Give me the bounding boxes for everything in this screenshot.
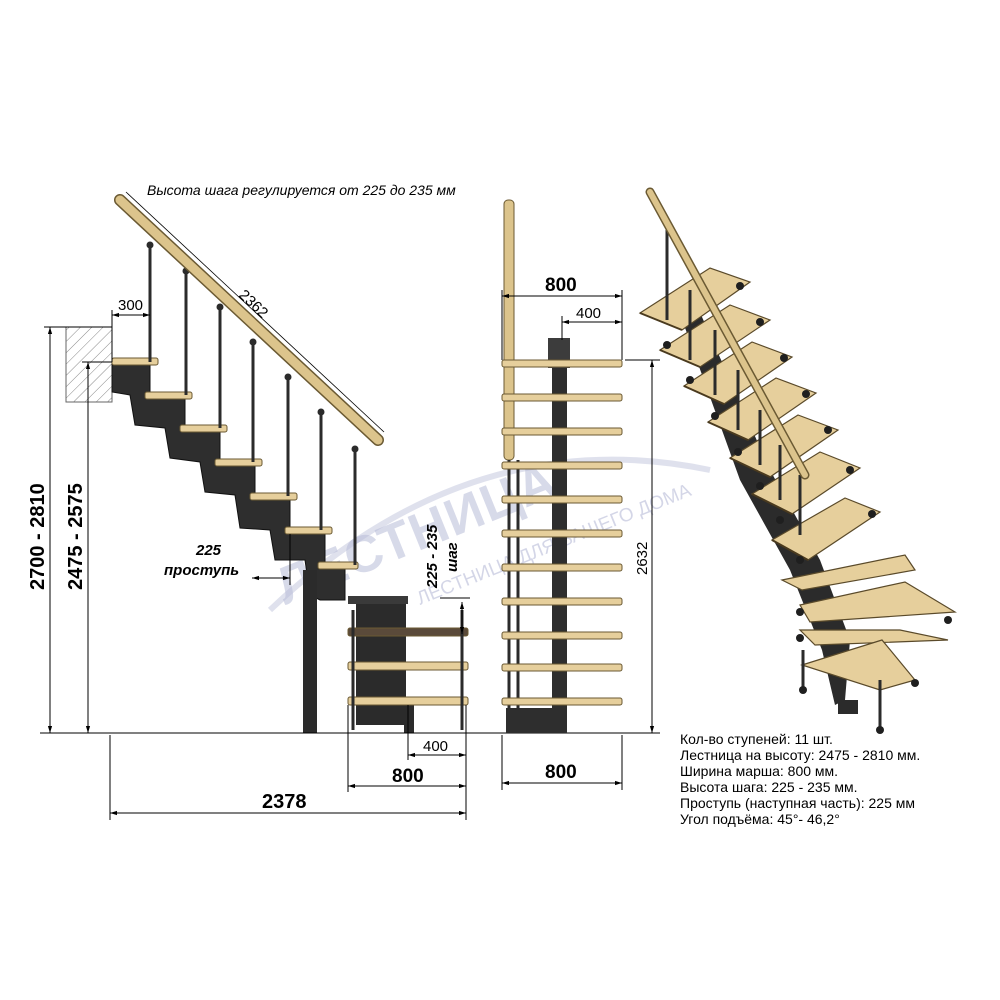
going-text-label: проступь (164, 562, 239, 579)
step-height-note: Высота шага регулируется от 225 до 235 м… (147, 182, 456, 198)
side-support-post (303, 570, 317, 733)
tread-offset-label: 300 (118, 297, 143, 314)
perspective-base-plate (838, 700, 858, 714)
perspective-balusters (665, 230, 882, 730)
spec-flight-width: Ширина марша: 800 мм. (680, 763, 839, 779)
total-height-label: 2700 - 2810 (27, 483, 49, 590)
side-view: Высота шага регулируется от 225 до 235 м… (27, 182, 660, 820)
floor-height-label: 2475 - 2575 (65, 483, 87, 590)
side-balusters (148, 246, 357, 565)
bottom-width-label: 800 (392, 766, 424, 787)
total-length-label: 2378 (262, 791, 307, 813)
front-base (506, 708, 556, 733)
bottom-offset-label: 400 (423, 738, 448, 755)
front-offset-label: 400 (576, 305, 601, 322)
side-treads (111, 357, 469, 706)
landing-plate (348, 596, 408, 604)
spec-stair-height: Лестница на высоту: 2475 - 2810 мм. (680, 747, 921, 763)
spec-step-height: Высота шага: 225 - 235 мм. (680, 779, 858, 795)
wall-block (65, 326, 113, 403)
front-treads (501, 359, 623, 706)
front-width-bottom-label: 800 (545, 762, 577, 783)
going-value-label: 225 (195, 542, 222, 559)
front-height-label: 2632 (634, 542, 651, 575)
front-balusters (507, 460, 520, 730)
perspective-view (638, 187, 957, 734)
front-handrail-post (503, 199, 515, 461)
front-view: 800 400 2632 800 (501, 199, 660, 790)
side-baluster-caps (146, 241, 359, 453)
specifications-list: Кол-во ступеней: 11 шт. Лестница на высо… (680, 731, 920, 827)
step-text-label: шаг (444, 542, 461, 572)
lower-flight-post (404, 700, 414, 733)
spec-rise-angle: Угол подъёма: 45°- 46,2° (680, 811, 840, 827)
perspective-baluster-feet (663, 282, 952, 734)
front-width-top-label: 800 (545, 275, 577, 296)
spec-steps-count: Кол-во ступеней: 11 шт. (680, 731, 833, 747)
step-range-label: 225 - 235 (424, 524, 441, 589)
spec-going: Проступь (наступная часть): 225 мм (680, 795, 916, 811)
